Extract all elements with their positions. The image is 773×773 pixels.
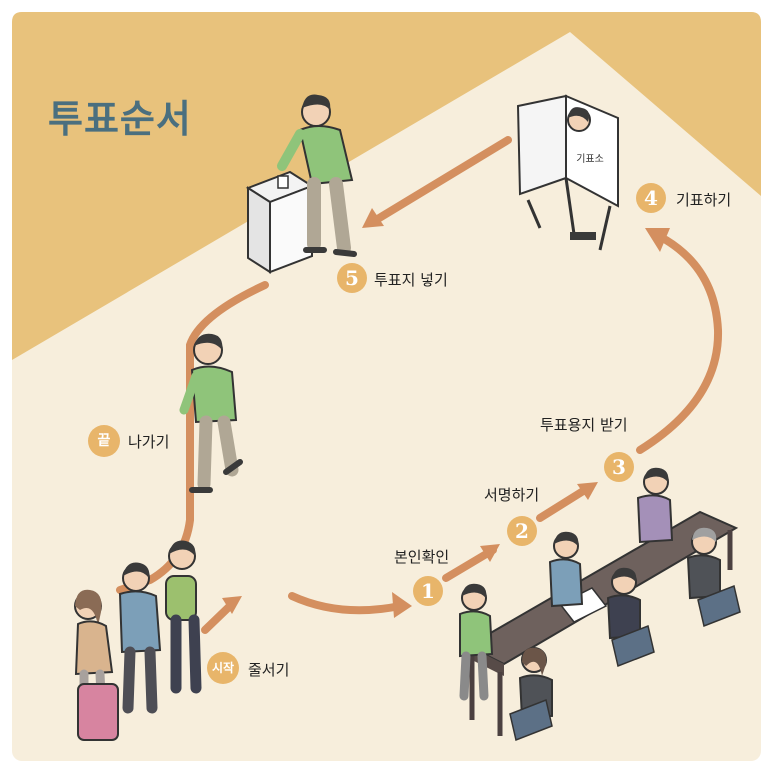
ballot-box <box>245 170 315 274</box>
step3-label: 투표용지 받기 <box>540 416 628 434</box>
arrow-1-to-2 <box>442 546 497 582</box>
arrowhead-5 <box>362 208 384 228</box>
end-badge: 끝 <box>88 425 120 457</box>
arrowhead-3 <box>577 482 598 500</box>
arrowhead-queue <box>222 596 242 614</box>
voter-exiting <box>179 333 243 493</box>
step1-label: 본인확인 <box>394 548 450 566</box>
backpack <box>165 575 197 621</box>
arrowhead-2 <box>480 544 500 562</box>
voting-booth: 기표소 <box>516 94 619 251</box>
start-label: 줄서기 <box>248 661 290 679</box>
flow-arrows <box>116 136 723 634</box>
step1-badge: 1 <box>413 576 443 606</box>
roof-shape <box>12 12 761 360</box>
step4-badge: 4 <box>636 183 666 213</box>
step4-label: 기표하기 <box>676 191 732 209</box>
table-people <box>459 467 741 742</box>
arrow-5-to-exit <box>116 281 269 594</box>
step2-label: 서명하기 <box>484 486 540 504</box>
start-badge: 시작 <box>207 652 239 684</box>
page-title: 투표순서 <box>48 97 192 141</box>
end-label: 나가기 <box>128 433 170 451</box>
voter-at-box <box>277 94 357 257</box>
arrow-queue <box>201 600 236 634</box>
arrowhead-4 <box>645 228 670 252</box>
ballot-paper <box>277 175 289 189</box>
arrowhead-1 <box>392 592 412 618</box>
step2-badge: 2 <box>507 516 537 546</box>
arrow-heads <box>222 208 670 618</box>
arrow-2-to-3 <box>536 484 592 522</box>
arrow-3-to-4 <box>636 236 723 454</box>
step5-label: 투표지 넣기 <box>374 271 448 289</box>
queue-people <box>74 540 202 741</box>
step3-badge: 3 <box>604 452 634 482</box>
booth-sign: 기표소 <box>576 153 604 165</box>
arrow-4-to-5 <box>372 136 512 224</box>
suitcase <box>77 683 119 741</box>
arrow-start-to-1 <box>288 592 404 615</box>
step5-badge: 5 <box>337 263 367 293</box>
